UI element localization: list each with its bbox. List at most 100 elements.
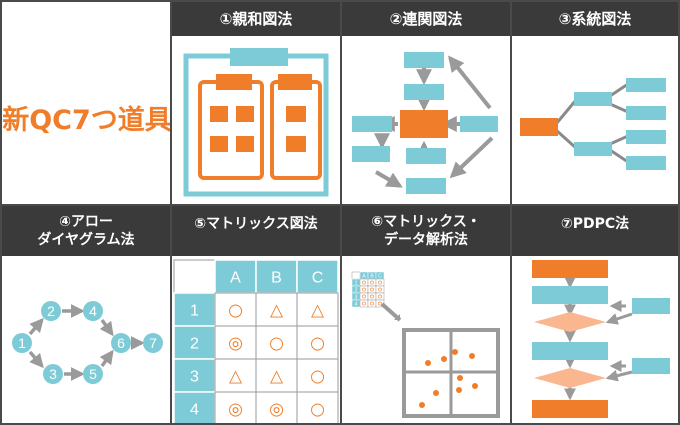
affinity-panel: ①親和図法 bbox=[170, 0, 342, 206]
mini-cell-mark bbox=[362, 280, 366, 285]
arrow-header-line1: ④アロー bbox=[59, 214, 113, 230]
main-title: 新QC7つ道具 bbox=[2, 105, 172, 136]
pdpc-step bbox=[532, 286, 608, 304]
card bbox=[210, 136, 228, 152]
left-group-frame bbox=[198, 80, 264, 180]
arrow-node: 5 bbox=[83, 364, 103, 384]
pdpc-alternative bbox=[632, 358, 670, 374]
mini-cell-mark bbox=[362, 301, 366, 306]
mini-cell bbox=[375, 292, 385, 301]
mini-cell bbox=[375, 278, 385, 287]
mini-cell bbox=[359, 278, 369, 287]
arrow-node: 4 bbox=[83, 301, 103, 321]
mini-col-label: B bbox=[370, 274, 374, 280]
matrix-row-header bbox=[173, 292, 216, 327]
mini-cell-mark bbox=[370, 280, 374, 285]
mini-col-label: C bbox=[378, 274, 382, 280]
matrix-col-label: A bbox=[230, 270, 241, 287]
mini-cell-mark bbox=[378, 280, 382, 285]
tree-leaf bbox=[626, 130, 666, 144]
matrix-cell-symbol: △ bbox=[270, 301, 284, 321]
affinity-header: ①親和図法 bbox=[172, 2, 340, 36]
matrix-cell-symbol: △ bbox=[229, 367, 243, 387]
matrix-row-label: 1 bbox=[190, 303, 199, 320]
right-group-label bbox=[278, 74, 312, 90]
mini-cell-mark bbox=[378, 301, 382, 306]
mini-cell bbox=[359, 299, 369, 308]
mini-col-label: A bbox=[362, 274, 366, 280]
arrow-node-label: 4 bbox=[89, 303, 97, 319]
arrow-node: 3 bbox=[43, 364, 63, 384]
scatter-point bbox=[419, 402, 425, 408]
scatter-point bbox=[441, 356, 447, 362]
matrix-cell-symbol: △ bbox=[311, 301, 325, 321]
mini-cell bbox=[367, 299, 377, 308]
relation-node bbox=[404, 84, 444, 100]
matrix-cell bbox=[255, 358, 298, 393]
tree-panel: ③系統図法 bbox=[510, 0, 680, 206]
mini-row-label: 3 bbox=[355, 295, 358, 301]
arrow-header: ④アロー ダイヤグラム法 bbox=[2, 206, 170, 256]
scatter-point bbox=[452, 349, 458, 355]
mini-cell-mark bbox=[378, 294, 382, 299]
relation-panel: ②連関図法 bbox=[340, 0, 512, 206]
mini-row-label: 2 bbox=[355, 288, 358, 294]
mini-corner bbox=[351, 271, 361, 280]
matrix-row-header bbox=[173, 325, 216, 360]
pdpc-panel: ⑦PDPC法 bbox=[510, 204, 680, 425]
arrow-node: 1 bbox=[12, 333, 32, 353]
arrow-node: 2 bbox=[41, 301, 61, 321]
tree-leaf bbox=[626, 156, 666, 170]
matrix-cell-symbol: △ bbox=[270, 367, 284, 387]
group-label-top bbox=[230, 48, 288, 66]
matrix-cell-symbol: ◎ bbox=[228, 334, 243, 354]
scatter-point bbox=[457, 375, 463, 381]
relation-diagram bbox=[352, 52, 498, 194]
pdpc-step bbox=[532, 342, 608, 360]
pdpc-start bbox=[532, 260, 608, 278]
right-group-frame bbox=[270, 80, 322, 180]
relation-header: ②連関図法 bbox=[342, 2, 510, 36]
matrix-cell bbox=[296, 358, 339, 393]
tree-root bbox=[520, 118, 558, 136]
arrow-node-label: 5 bbox=[89, 366, 97, 382]
mini-cell bbox=[367, 292, 377, 301]
mda-header: ⑥マトリックス・ データ解析法 bbox=[342, 206, 510, 256]
mini-cell-mark bbox=[370, 301, 374, 306]
matrix-cell bbox=[296, 325, 339, 360]
relation-node bbox=[406, 178, 446, 194]
matrix-cell bbox=[296, 391, 339, 423]
pdpc-alternative bbox=[632, 298, 670, 314]
matrix-cell-symbol: ○ bbox=[228, 301, 243, 321]
matrix-row-label: 3 bbox=[190, 369, 199, 386]
tree-leaf bbox=[626, 106, 666, 120]
relation-node-core bbox=[400, 110, 448, 138]
scatter-point bbox=[425, 360, 431, 366]
matrix-col-label: B bbox=[271, 270, 282, 287]
tree-branch bbox=[574, 92, 612, 106]
mda-header-line1: ⑥マトリックス・ bbox=[371, 214, 481, 230]
left-group-label bbox=[216, 74, 252, 90]
arrow-node-label: 3 bbox=[49, 366, 57, 382]
arrow-header-line2: ダイヤグラム法 bbox=[37, 232, 135, 248]
matrix-row-label: 2 bbox=[190, 336, 199, 353]
relation-node bbox=[406, 148, 446, 164]
affinity-diagram bbox=[183, 48, 329, 197]
relation-node bbox=[460, 116, 498, 132]
matrix-row-label: 4 bbox=[190, 402, 199, 419]
matrix-cell bbox=[214, 391, 257, 423]
scatter-point bbox=[433, 390, 439, 396]
card bbox=[236, 136, 254, 152]
arrow-node-label: 1 bbox=[18, 335, 26, 351]
mini-cell bbox=[367, 285, 377, 294]
mini-cell-mark bbox=[370, 287, 374, 292]
mini-row-label: 4 bbox=[355, 302, 358, 308]
matrix-cell bbox=[214, 358, 257, 393]
matrix-cell-symbol: ○ bbox=[269, 334, 284, 354]
tree-header: ③系統図法 bbox=[512, 2, 678, 36]
matrix-cell-symbol: ○ bbox=[310, 400, 325, 420]
card bbox=[286, 136, 306, 152]
